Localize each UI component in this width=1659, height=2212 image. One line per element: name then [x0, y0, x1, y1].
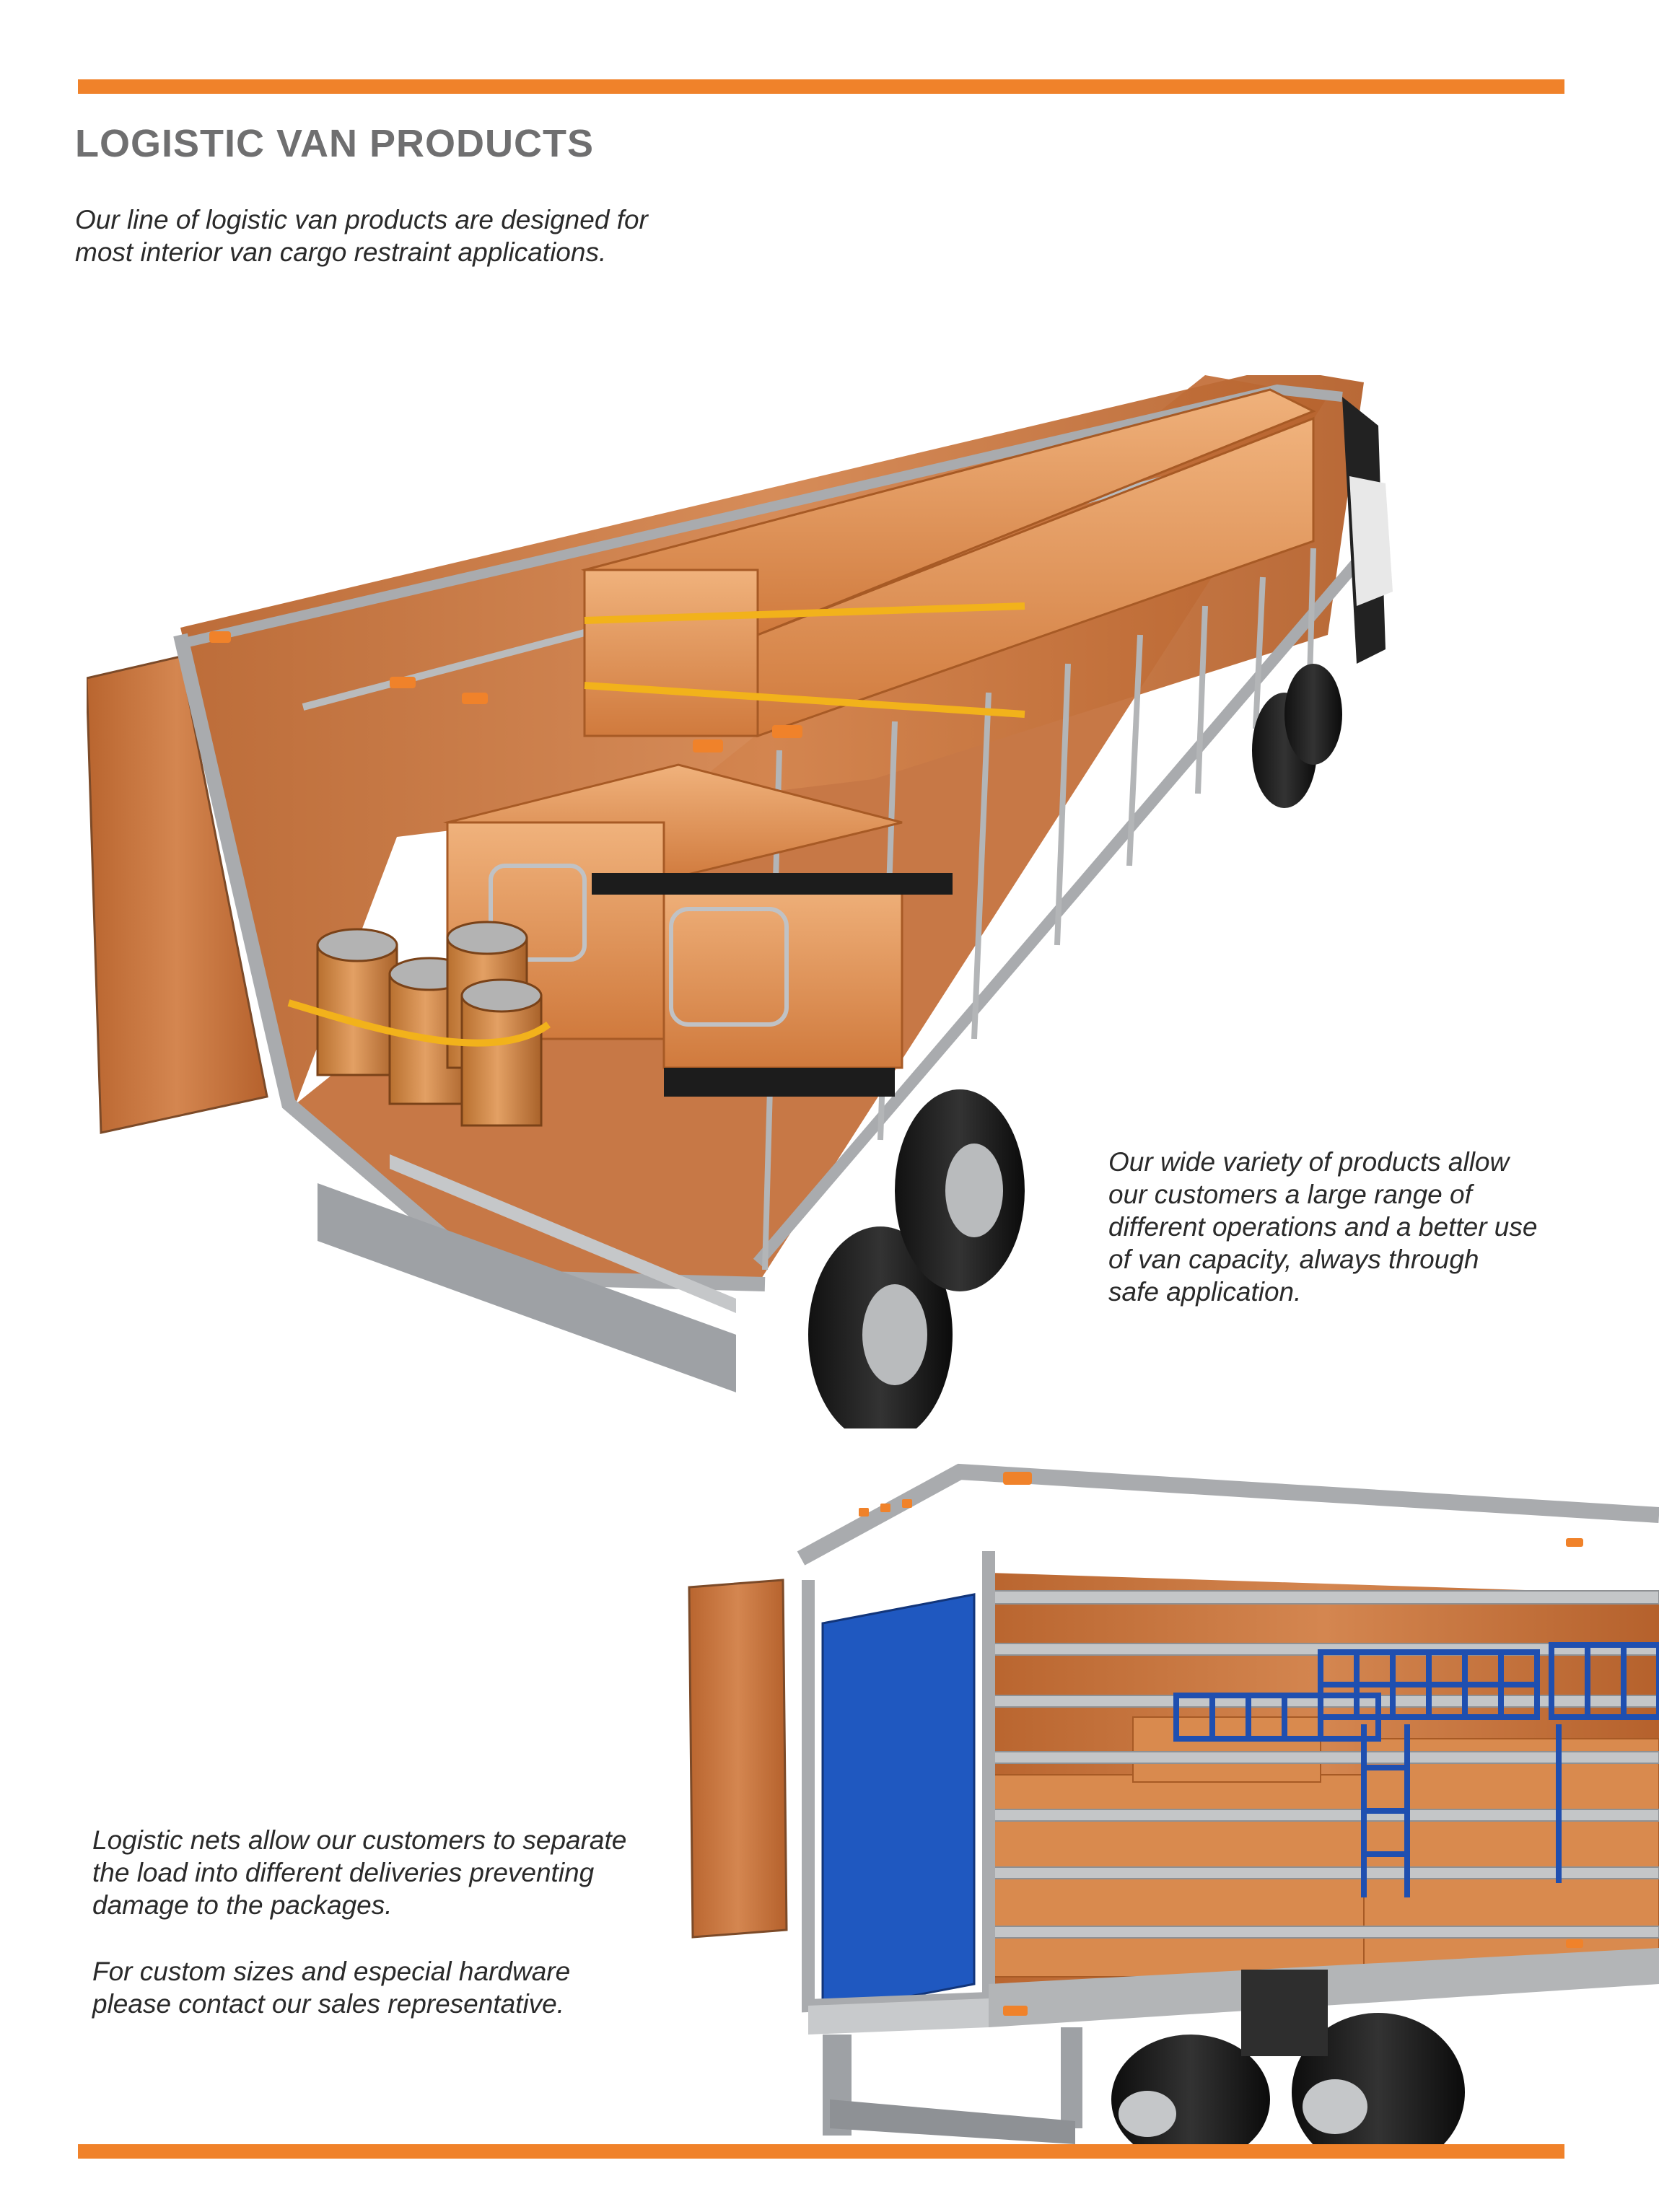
- contact-line: For custom sizes and especial hardware: [92, 1957, 571, 1986]
- trailer-nets-illustration: [686, 1450, 1659, 2144]
- contact-line: please contact our sales representative.: [92, 1989, 565, 2019]
- nets-line: the load into different deliveries preve…: [92, 1858, 595, 1887]
- page-title: LOGISTIC VAN PRODUCTS: [75, 122, 595, 165]
- nets-paragraph: Logistic nets allow our customers to sep…: [92, 1824, 626, 1921]
- variety-line: our customers a large range of: [1108, 1180, 1472, 1209]
- contact-paragraph: For custom sizes and especial hardware p…: [92, 1955, 570, 2020]
- nets-line: Logistic nets allow our customers to sep…: [92, 1825, 627, 1855]
- variety-line: different operations and a better use: [1108, 1212, 1538, 1242]
- variety-paragraph: Our wide variety of products allow our c…: [1108, 1146, 1537, 1308]
- intro-paragraph: Our line of logistic van products are de…: [75, 203, 648, 268]
- bottom-accent-rule: [78, 2144, 1564, 2159]
- nets-line: damage to the packages.: [92, 1890, 393, 1920]
- trailer-cargo-illustration: [87, 375, 1407, 1428]
- intro-line: Our line of logistic van products are de…: [75, 205, 648, 234]
- variety-line: Our wide variety of products allow: [1108, 1147, 1510, 1177]
- intro-line: most interior van cargo restraint applic…: [75, 237, 607, 267]
- variety-line: safe application.: [1108, 1277, 1302, 1307]
- variety-line: of van capacity, always through: [1108, 1245, 1479, 1274]
- top-accent-rule: [78, 79, 1564, 94]
